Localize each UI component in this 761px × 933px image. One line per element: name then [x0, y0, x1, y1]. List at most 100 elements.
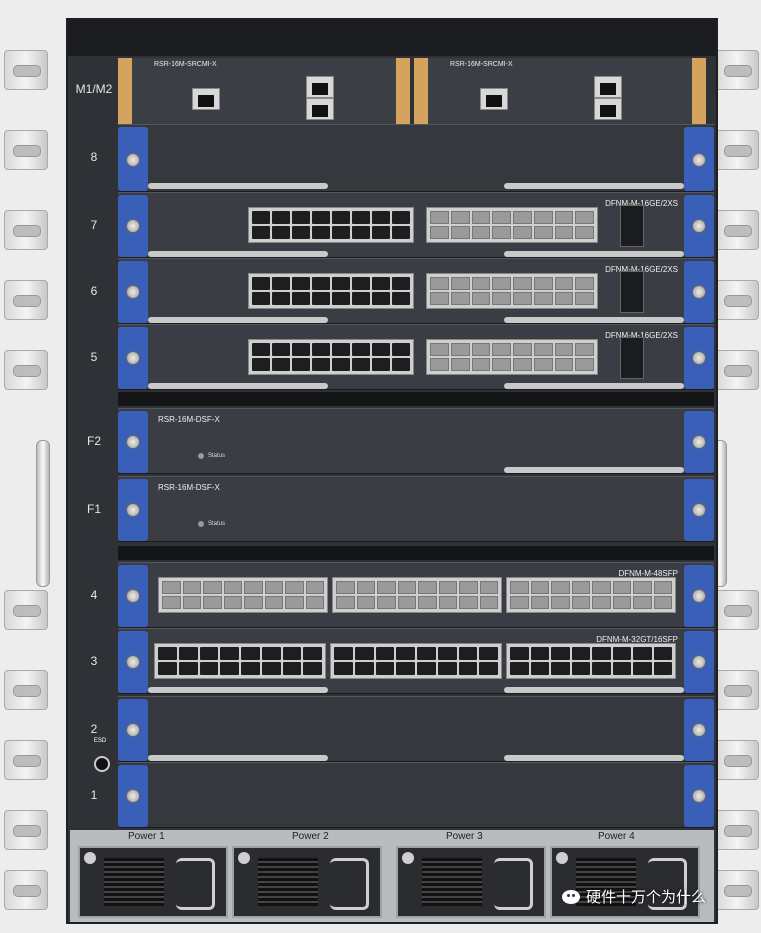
- thumb-screw[interactable]: [692, 285, 706, 299]
- sfp-port-block[interactable]: [426, 273, 598, 309]
- sfp-plus-cage[interactable]: [620, 205, 644, 247]
- console-port[interactable]: [306, 76, 334, 98]
- supervisor-ejector-left[interactable]: [118, 58, 132, 138]
- mgmt-port[interactable]: [480, 88, 508, 110]
- watermark-text: 硬件十万个为什么: [586, 888, 707, 906]
- card-model-label: DFNM-M-16GE/2XS: [605, 331, 678, 340]
- rj45-port-block[interactable]: [248, 207, 414, 243]
- thumb-screw[interactable]: [692, 503, 706, 517]
- sfp-plus-cage[interactable]: [620, 271, 644, 313]
- card-guide: [148, 251, 328, 257]
- slot-label-m1-m2: M1/M2: [75, 82, 113, 96]
- mgmt-port[interactable]: [192, 88, 220, 110]
- chassis-top-cover: [68, 20, 716, 56]
- psu-screw[interactable]: [84, 852, 96, 864]
- card-model-label: DFNM-M-16GE/2XS: [605, 265, 678, 274]
- power-label: Power 3: [446, 831, 483, 842]
- thumb-screw[interactable]: [126, 219, 140, 233]
- rack-mount-ear: [715, 670, 759, 710]
- fabric-divider: [118, 392, 714, 406]
- power-supply-3[interactable]: [396, 846, 546, 918]
- thumb-screw[interactable]: [126, 723, 140, 737]
- rack-mount-ear: [715, 740, 759, 780]
- psu-screw[interactable]: [402, 852, 414, 864]
- thumb-screw[interactable]: [126, 789, 140, 803]
- sfp-port-block[interactable]: [158, 577, 328, 613]
- rack-mount-ear: [715, 130, 759, 170]
- sfp-plus-cage[interactable]: [620, 337, 644, 379]
- power-supply-2[interactable]: [232, 846, 382, 918]
- card-guide: [504, 383, 684, 389]
- line-card-slot-4[interactable]: DFNM-M-48SFP: [118, 562, 714, 628]
- line-card-slot-6[interactable]: DFNM-M-16GE/2XS: [118, 258, 714, 324]
- psu-handle[interactable]: [494, 858, 533, 910]
- rj45-port-block[interactable]: [154, 643, 326, 679]
- thumb-screw[interactable]: [692, 351, 706, 365]
- thumb-screw[interactable]: [692, 655, 706, 669]
- rack-mount-ear: [4, 50, 48, 90]
- rack-mount-ear: [4, 810, 48, 850]
- slot-2-blank-panel: [118, 696, 714, 762]
- console-port[interactable]: [594, 98, 622, 120]
- card-guide: [504, 183, 684, 189]
- combo-port-block[interactable]: [506, 643, 676, 679]
- rack-mount-ear: [4, 280, 48, 320]
- supervisor-ejector-right[interactable]: [396, 58, 410, 138]
- psu-screw[interactable]: [238, 852, 250, 864]
- status-label: Status: [208, 453, 226, 459]
- power-supply-1[interactable]: [78, 846, 228, 918]
- thumb-screw[interactable]: [126, 435, 140, 449]
- power-supply-4[interactable]: [550, 846, 700, 918]
- thumb-screw[interactable]: [692, 723, 706, 737]
- thumb-screw[interactable]: [692, 219, 706, 233]
- power-label: Power 4: [598, 831, 635, 842]
- rack-mount-ear: [4, 210, 48, 250]
- line-card-slot-3[interactable]: DFNM-M-32GT/16SFP: [118, 628, 714, 694]
- thumb-screw[interactable]: [126, 351, 140, 365]
- sfp-port-block[interactable]: [426, 339, 598, 375]
- psu-handle[interactable]: [330, 858, 369, 910]
- rack-mount-ear: [715, 870, 759, 910]
- slot-label-4: 4: [90, 588, 98, 602]
- thumb-screw[interactable]: [692, 435, 706, 449]
- sfp-port-block[interactable]: [506, 577, 676, 613]
- card-model-label: RSR-16M-DSF-X: [158, 415, 220, 424]
- thumb-screw[interactable]: [692, 153, 706, 167]
- thumb-screw[interactable]: [126, 153, 140, 167]
- line-card-slot-5[interactable]: DFNM-M-16GE/2XS: [118, 324, 714, 390]
- thumb-screw[interactable]: [692, 789, 706, 803]
- supervisor-ejector-right[interactable]: [692, 58, 706, 138]
- psu-screw[interactable]: [556, 852, 568, 864]
- esd-jack[interactable]: [94, 756, 110, 772]
- card-model-label: RSR-16M-DSF-X: [158, 483, 220, 492]
- thumb-screw[interactable]: [126, 589, 140, 603]
- psu-handle[interactable]: [648, 858, 687, 910]
- rj45-port-block[interactable]: [330, 643, 502, 679]
- psu-handle[interactable]: [176, 858, 215, 910]
- rack-mount-ear: [4, 740, 48, 780]
- fabric-module-f2[interactable]: RSR-16M-DSF-X Status: [118, 408, 714, 474]
- power-label: Power 2: [292, 831, 329, 842]
- rj45-port-block[interactable]: [248, 339, 414, 375]
- supervisor-ejector-left[interactable]: [414, 58, 428, 138]
- rack-mount-ear: [715, 210, 759, 250]
- line-card-slot-7[interactable]: DFNM-M-16GE/2XS: [118, 192, 714, 258]
- supervisor-name: RSR-16M-SRCMI-X: [154, 61, 217, 68]
- console-port[interactable]: [306, 98, 334, 120]
- sfp-port-block[interactable]: [332, 577, 502, 613]
- sfp-port-block[interactable]: [426, 207, 598, 243]
- thumb-screw[interactable]: [126, 655, 140, 669]
- thumb-screw[interactable]: [692, 589, 706, 603]
- status-label: Status: [208, 521, 226, 527]
- chassis-handle-left[interactable]: [36, 440, 50, 587]
- psu-vent: [258, 858, 318, 906]
- rj45-port-block[interactable]: [248, 273, 414, 309]
- fabric-divider: [118, 546, 714, 560]
- thumb-screw[interactable]: [126, 285, 140, 299]
- left-rack-rail: [0, 30, 52, 910]
- console-port[interactable]: [594, 76, 622, 98]
- thumb-screw[interactable]: [126, 503, 140, 517]
- card-guide: [148, 383, 328, 389]
- slot-label-1: 1: [90, 788, 98, 802]
- fabric-module-f1[interactable]: RSR-16M-DSF-X Status: [118, 476, 714, 542]
